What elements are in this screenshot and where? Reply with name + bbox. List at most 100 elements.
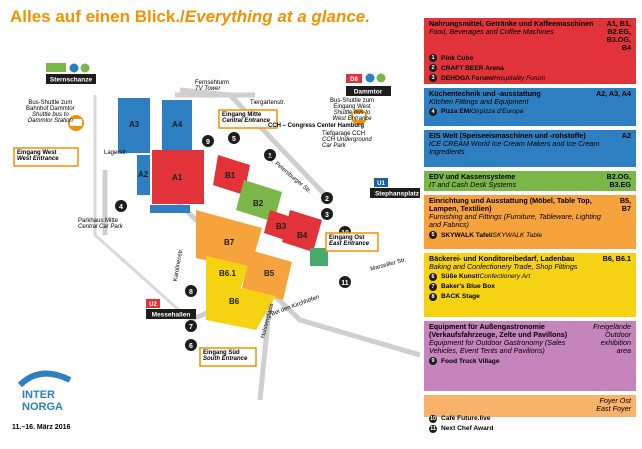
legend-halls: B6, B6.1 <box>602 254 631 263</box>
marker-number: 8 <box>429 293 437 302</box>
marker-number: 7 <box>429 283 437 292</box>
legend-item-label: Food Truck Village <box>441 357 500 365</box>
legend-item-translation: Hospitality Forum <box>493 74 546 82</box>
legend-translation: IT and Cash Desk Systems <box>429 180 517 190</box>
hall-b7[interactable] <box>196 210 262 270</box>
dammtor-badge: D8 <box>350 77 358 83</box>
marker-number: 6 <box>429 273 437 282</box>
hall-a2[interactable] <box>137 155 150 195</box>
hall-b6[interactable] <box>206 280 276 330</box>
marker-number: 11 <box>429 425 437 434</box>
legend-translation: Food, Beverages and Coffee Machines <box>429 27 554 37</box>
marker: 6 <box>189 343 193 350</box>
svg-text:NORGA: NORGA <box>22 401 63 413</box>
hall-label: B1 <box>225 171 236 180</box>
legend-item-label: SKYWALK Tafel/ <box>441 231 493 239</box>
legend-halls: Foyer Ost East Foyer <box>596 396 631 414</box>
legend-heading: Einrichtung und Ausstattung (Möbel, Tabl… <box>429 196 592 214</box>
legend-item: 5 SKYWALK Tafel/SKYWALK Table <box>429 231 631 240</box>
legend-group: EIS Welt (Speiseeismaschinen und -rohsto… <box>424 130 636 167</box>
hall-b6-1[interactable] <box>206 256 248 290</box>
hall-b5[interactable] <box>242 250 292 300</box>
legend-item-label: BACK Stage <box>441 293 480 301</box>
legend-item-label: DEHOGA Forum/ <box>441 74 494 82</box>
legend-item-translation: SKYWALK Table <box>492 231 543 239</box>
hall-b4[interactable] <box>282 210 322 252</box>
marker: 7 <box>189 324 193 331</box>
legend-group: Nahrungsmittel, Getränke und Kaffeemasch… <box>424 18 636 84</box>
legend-item-label: Baker's Blue Box <box>441 283 495 291</box>
legend-item: 8 BACK Stage <box>429 293 631 302</box>
marker: 5 <box>232 136 236 143</box>
marker-number: 4 <box>429 108 437 117</box>
u1-badge: U1 <box>377 181 385 187</box>
station-messehallen: Messehallen <box>152 312 191 319</box>
legend-item-label: CRAFT BEER Arena <box>441 64 504 72</box>
marker: 11 <box>341 280 349 287</box>
fair-dates: 11.–16. März 2016 <box>12 424 71 431</box>
legend-heading: EIS Welt (Speiseeismaschinen und -rohsto… <box>429 131 586 140</box>
hall-label: B6 <box>229 297 240 306</box>
hall-label: A3 <box>129 120 140 129</box>
marker: 8 <box>189 289 193 296</box>
legend-translation: Equipment for Outdoor Gastronomy (Sales … <box>429 338 566 356</box>
street-label: Tiergartenstr. <box>250 100 286 106</box>
u2-badge: U2 <box>149 302 157 308</box>
legend-item-label: Pizza EM/ <box>441 108 472 116</box>
legend-item-translation: Confectionery Art <box>479 273 531 281</box>
legend-group: Einrichtung und Ausstattung (Möbel, Tabl… <box>424 195 636 249</box>
legend-halls: B5, B7 <box>619 196 631 214</box>
legend-item: 11 Next Chef Award <box>429 425 631 434</box>
hall-label: A4 <box>172 120 183 129</box>
east-foyer <box>310 248 328 266</box>
marker: 1 <box>268 153 272 160</box>
station-sternschanze: Sternschanze <box>50 77 93 84</box>
hall-a3[interactable] <box>118 98 150 153</box>
hall-label: B2 <box>253 199 264 208</box>
legend-item-label: Next Chef Award <box>441 425 494 433</box>
marker-number: 5 <box>429 231 437 240</box>
marker: 9 <box>206 139 210 146</box>
hall-a1[interactable] <box>152 150 204 204</box>
marker: 4 <box>119 204 123 211</box>
legend-translation: ICE CREAM World Ice Cream Makers and Ice… <box>429 139 600 157</box>
station-stephansplatz: Stephansplatz <box>375 191 420 198</box>
hall-a4[interactable] <box>162 100 192 150</box>
legend-item-translation: Girpizza d'Europa <box>471 108 524 116</box>
marker-number: 10 <box>429 415 437 424</box>
svg-text:INTER: INTER <box>22 389 55 401</box>
street-label: Lagerstr. <box>104 150 128 156</box>
hall-label: A2 <box>138 170 149 179</box>
legend-heading: Bäckerei- und Konditoreibedarf, Ladenbau <box>429 254 575 263</box>
legend-translation: Furnishing and Fittings (Furniture, Tabl… <box>429 212 601 230</box>
hall-b1[interactable] <box>213 155 250 195</box>
cch-label: CCH – Congress Center Hamburg <box>268 123 365 129</box>
hall-label: B7 <box>224 238 235 247</box>
legend-group: Bäckerei- und Konditoreibedarf, Ladenbau… <box>424 253 636 317</box>
legend-halls: A2 <box>621 131 631 140</box>
legend-heading: EDV und Kassensysteme <box>429 172 516 181</box>
legend-halls: A2, A3, A4 <box>595 89 631 98</box>
page-title: Alles auf einen Blick./Everything at a g… <box>10 7 370 26</box>
hall-label: A1 <box>172 173 183 182</box>
legend-heading: Küchentechnik und -ausstattung <box>429 89 541 98</box>
marker-number: 1 <box>429 54 437 63</box>
legend-item: 4 Pizza EM/Girpizza d'Europa <box>429 108 631 117</box>
hall-label: B5 <box>264 269 275 278</box>
legend-item: 7 Baker's Blue Box <box>429 283 631 292</box>
